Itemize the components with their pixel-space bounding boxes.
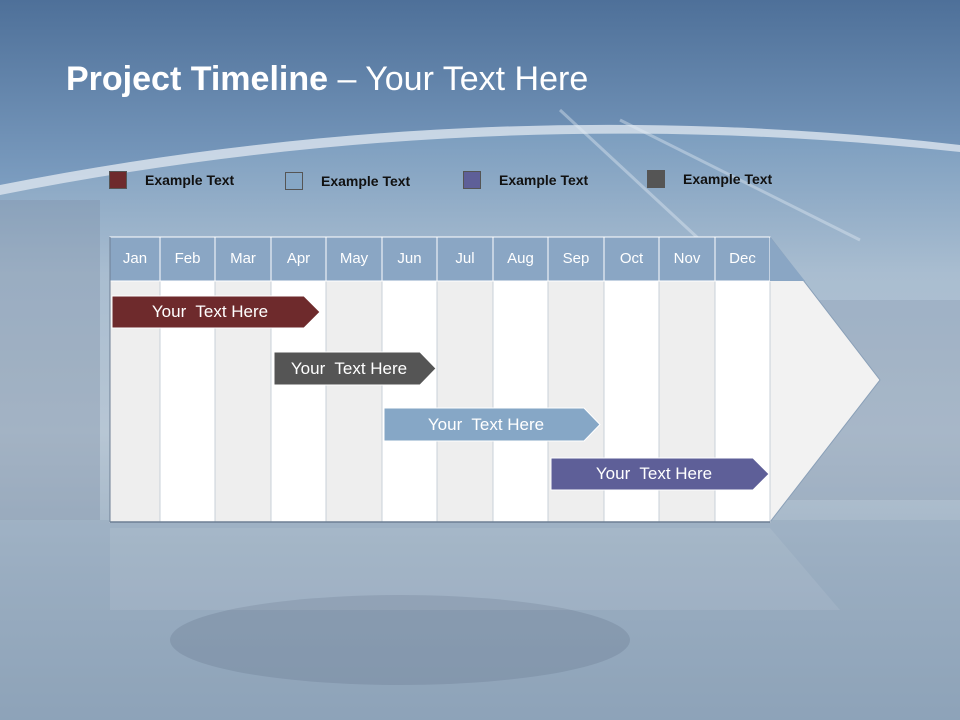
month-label: Feb: [174, 250, 201, 267]
task-arrow: [550, 457, 770, 491]
month-column: [381, 280, 438, 523]
month-header-cell: [492, 236, 549, 282]
month-header-cell: [109, 236, 161, 282]
legend-item: Example Text: [647, 170, 772, 188]
page-title: Project Timeline – Your Text Here: [66, 60, 588, 99]
legend-label: Example Text: [321, 173, 411, 189]
month-label: Aug: [507, 250, 534, 267]
month-label: Jan: [122, 250, 148, 267]
month-header-cell: [436, 236, 494, 282]
legend-swatch: [647, 170, 665, 188]
month-header-cell: [658, 236, 716, 282]
month-label: May: [339, 250, 369, 267]
header-arrow-cap: [770, 237, 805, 281]
task-arrow: [273, 351, 437, 386]
month-column: [325, 280, 383, 523]
task-label: Your Text Here: [151, 302, 269, 321]
month-label: Apr: [286, 250, 311, 267]
legend-label: Example Text: [499, 172, 589, 188]
title-bold: Project Timeline: [66, 60, 329, 98]
task-label: Your Text Here: [290, 359, 408, 378]
task-label: Your Text Here: [427, 415, 545, 434]
month-column: [436, 280, 494, 523]
month-label: Jul: [455, 250, 475, 267]
month-label: Dec: [729, 250, 756, 267]
legend-swatch: [109, 171, 127, 189]
month-label: Sep: [562, 250, 590, 267]
legend-item: Example Text: [463, 171, 588, 189]
legend-label: Example Text: [145, 172, 235, 188]
month-label: Nov: [673, 250, 701, 267]
task-arrow: [111, 295, 321, 329]
month-header-cell: [547, 236, 605, 282]
task-label: Your Text Here: [595, 464, 713, 483]
legend-item: Example Text: [109, 171, 234, 189]
task-arrow: [383, 407, 601, 442]
month-column: [492, 280, 549, 523]
month-header-cell: [270, 236, 327, 282]
legend-swatch: [463, 171, 481, 189]
legend-swatch: [285, 172, 303, 190]
legend-label: Example Text: [683, 171, 773, 187]
month-label: Mar: [230, 250, 256, 267]
month-label: Jun: [397, 250, 422, 267]
title-rest: – Your Text Here: [328, 60, 589, 98]
legend-item: Example Text: [285, 172, 410, 190]
month-label: Oct: [619, 250, 644, 267]
month-header-cell: [214, 236, 272, 282]
month-header-cell: [325, 236, 383, 282]
reflection: [110, 528, 840, 610]
